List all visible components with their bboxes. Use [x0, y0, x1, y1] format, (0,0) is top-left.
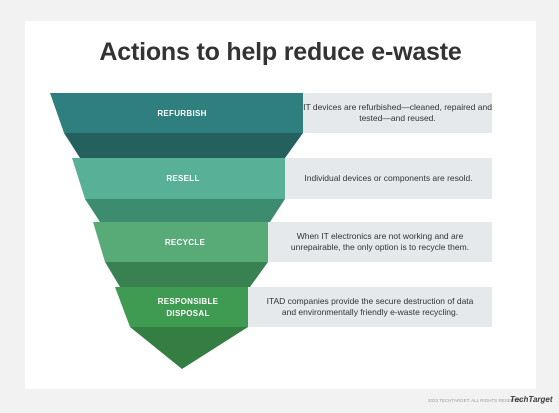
- stage-description-text: IT devices are refurbished—cleaned, repa…: [303, 101, 492, 123]
- stage-description-text: When IT electronics are not working and …: [290, 230, 470, 252]
- funnel-band-resell: [72, 158, 296, 199]
- page-title: Actions to help reduce e-waste: [99, 38, 462, 66]
- funnel-connector-3: [105, 262, 268, 287]
- funnel-band-responsible-disposal: [115, 287, 262, 327]
- stage-description-text: ITAD companies provide the secure destru…: [266, 295, 474, 317]
- funnel-band-refurbish: [50, 93, 315, 133]
- stage-description-text: Individual devices or components are res…: [304, 172, 473, 183]
- stage-label-refurbish: REFURBISH: [157, 109, 206, 118]
- brand-logo: TechTarget: [510, 395, 553, 404]
- stage-description-resell: Individual devices or components are res…: [285, 158, 492, 199]
- stage-description-responsible-disposal: ITAD companies provide the secure destru…: [248, 287, 492, 327]
- funnel-connector-1: [64, 133, 303, 158]
- funnel-tip: [130, 327, 248, 369]
- stage-label-resell: RESELL: [166, 174, 199, 183]
- funnel-band-recycle: [93, 222, 280, 262]
- funnel-connector-2: [85, 199, 285, 222]
- stage-label-recycle: RECYCLE: [165, 238, 206, 247]
- stage-description-recycle: When IT electronics are not working and …: [268, 222, 492, 262]
- stage-label-responsible: RESPONSIBLE: [158, 297, 219, 306]
- copyright-footer: 2023 TECHTARGET. ALL RIGHTS RESERVED: [428, 398, 524, 403]
- stage-description-refurbish: IT devices are refurbished—cleaned, repa…: [303, 93, 492, 133]
- stage-label-disposal: DISPOSAL: [166, 309, 209, 318]
